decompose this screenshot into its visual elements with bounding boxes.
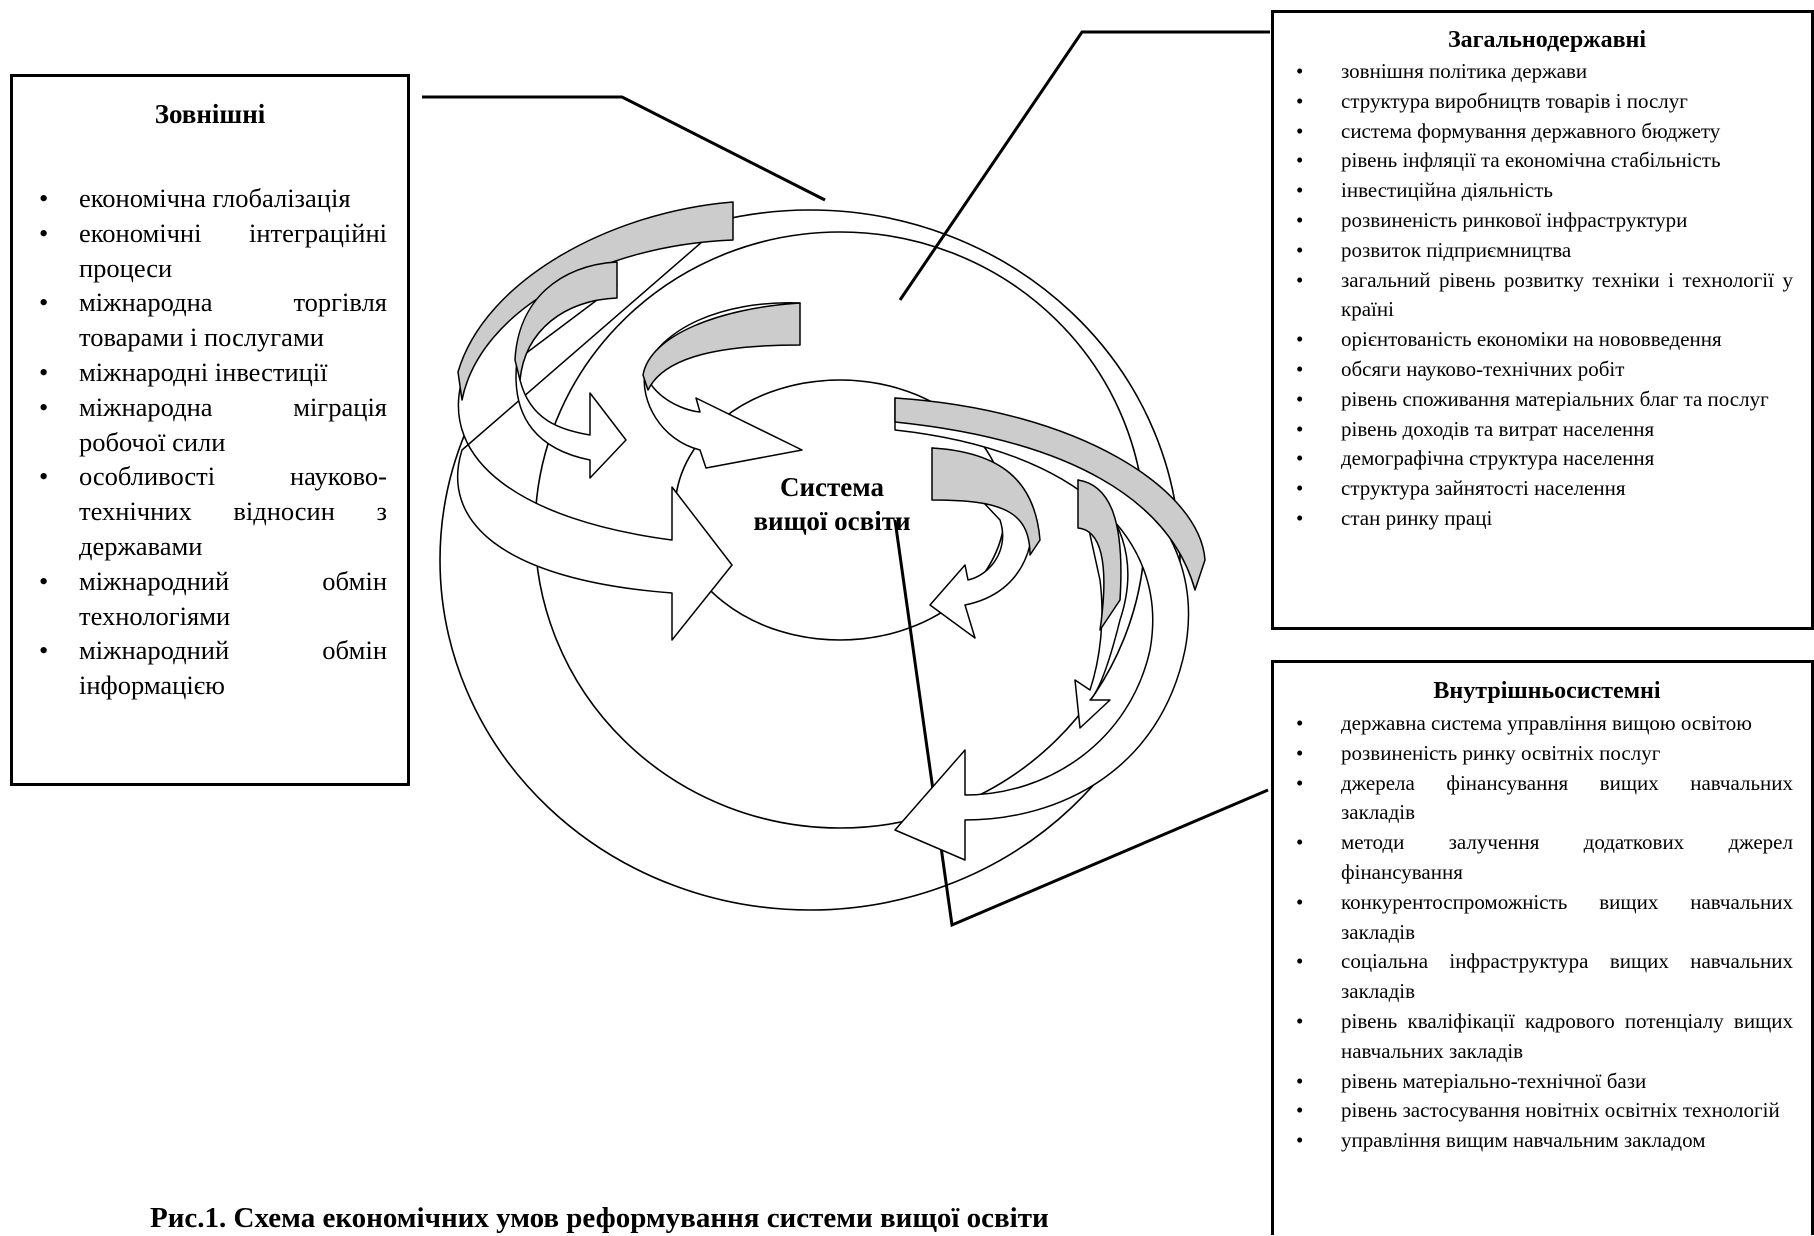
list-item: рівень застосування новітніх освітніх те… — [1296, 1096, 1793, 1126]
list-item: конкурентоспроможність вищих навчальних … — [1296, 888, 1793, 948]
list-item: міжнародний обмін інформацією — [39, 633, 387, 703]
list-item: інвестиційна діяльність — [1296, 176, 1793, 206]
intra-system-factors-list: державна система управління вищою освіто… — [1296, 709, 1793, 1156]
national-factors-list: зовнішня політика держави структура виро… — [1296, 57, 1793, 534]
list-item: орієнтованість економіки на нововведення — [1296, 325, 1793, 355]
list-item: методи залучення додаткових джерел фінан… — [1296, 828, 1793, 888]
list-item: міжнародні інвестиції — [39, 355, 387, 390]
list-item: джерела фінансування вищих навчальних за… — [1296, 769, 1793, 829]
list-item: рівень інфляції та економічна стабільніс… — [1296, 146, 1793, 176]
list-item: міжнародний обмін технологіями — [39, 564, 387, 634]
intra-system-factors-box: Внутрішньосистемні державна система упра… — [1271, 660, 1814, 1235]
list-item: соціальна інфраструктура вищих навчальни… — [1296, 947, 1793, 1007]
swirl-band-right-inner — [931, 447, 1041, 556]
list-item: управління вищим навчальним закладом — [1296, 1126, 1793, 1156]
national-factors-box: Загальнодержавні зовнішня політика держа… — [1271, 10, 1814, 630]
center-label-higher-education-system: Система вищої освіти — [753, 472, 911, 536]
swirl-band-middle-left — [514, 261, 618, 381]
intra-system-factors-title: Внутрішньосистемні — [1433, 678, 1661, 704]
list-item: державна система управління вищою освіто… — [1296, 709, 1793, 739]
connector-external — [422, 95, 826, 202]
list-item: зовнішня політика держави — [1296, 57, 1793, 87]
list-item: розвиненість ринкової інфраструктури — [1296, 206, 1793, 236]
list-item: структура зайнятості населення — [1296, 474, 1793, 504]
list-item: рівень кваліфікації кадрового потенціалу… — [1296, 1007, 1793, 1067]
external-factors-title: Зовнішні — [154, 99, 266, 129]
external-factors-list: економічна глобалізація економічні інтег… — [39, 181, 387, 703]
list-item: демографічна структура населення — [1296, 444, 1793, 474]
swirl-band-outer-left — [457, 201, 734, 401]
list-item: структура виробництв товарів і послуг — [1296, 87, 1793, 117]
list-item: рівень доходів та витрат населення — [1296, 415, 1793, 445]
connector-national — [898, 30, 1270, 301]
swirl-band-inner-left — [642, 302, 801, 391]
list-item: економічні інтеграційні процеси — [39, 216, 387, 286]
list-item: особливості науково-технічних відносин з… — [39, 459, 387, 563]
list-item: загальний рівень розвитку техніки і техн… — [1296, 266, 1793, 326]
figure-caption: Рис.1. Схема економічних умов реформуван… — [150, 1202, 1049, 1234]
list-item: рівень матеріально-технічної бази — [1296, 1067, 1793, 1097]
swirl-band-outer-right — [894, 397, 1206, 591]
list-item: система формування державного бюджету — [1296, 117, 1793, 147]
list-item: міжнародна міграція робочої сили — [39, 390, 387, 460]
list-item: розвиненість ринку освітніх послуг — [1296, 739, 1793, 769]
list-item: стан ринку праці — [1296, 504, 1793, 534]
list-item: економічна глобалізація — [39, 181, 387, 216]
connector-intra-system — [893, 519, 1269, 928]
list-item: розвиток підприємництва — [1296, 236, 1793, 266]
national-factors-title: Загальнодержавні — [1447, 27, 1647, 53]
external-factors-box: Зовнішні економічна глобалізація економі… — [10, 74, 410, 786]
list-item: обсяги науково-технічних робіт — [1296, 355, 1793, 385]
list-item: міжнародна торгівля товарами і послугами — [39, 285, 387, 355]
list-item: рівень споживання матеріальних благ та п… — [1296, 385, 1793, 415]
swirl-band-right-middle — [1077, 479, 1122, 631]
